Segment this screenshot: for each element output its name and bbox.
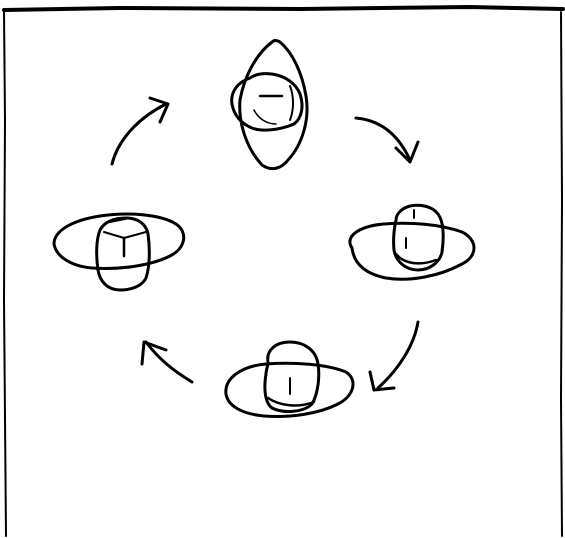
- curved-arrow-icon: [142, 342, 192, 382]
- figure-left: [54, 214, 184, 290]
- arrow-left-to-top: [112, 98, 168, 164]
- figure-top: [232, 41, 307, 169]
- curved-arrow-icon: [370, 322, 418, 390]
- curved-arrow-icon: [356, 118, 418, 162]
- figure-bottom: [226, 342, 353, 417]
- arrow-right-to-bottom: [370, 322, 418, 390]
- hat-on-head-icon: [232, 41, 307, 169]
- hat-on-head-icon: [350, 205, 474, 279]
- frame: [4, 7, 563, 536]
- figure-right: [350, 205, 474, 279]
- hat-on-head-icon: [54, 214, 184, 290]
- curved-arrow-icon: [112, 98, 168, 164]
- arrow-top-to-right: [356, 118, 418, 162]
- hat-on-head-icon: [226, 342, 353, 417]
- arrow-bottom-to-left: [142, 342, 192, 382]
